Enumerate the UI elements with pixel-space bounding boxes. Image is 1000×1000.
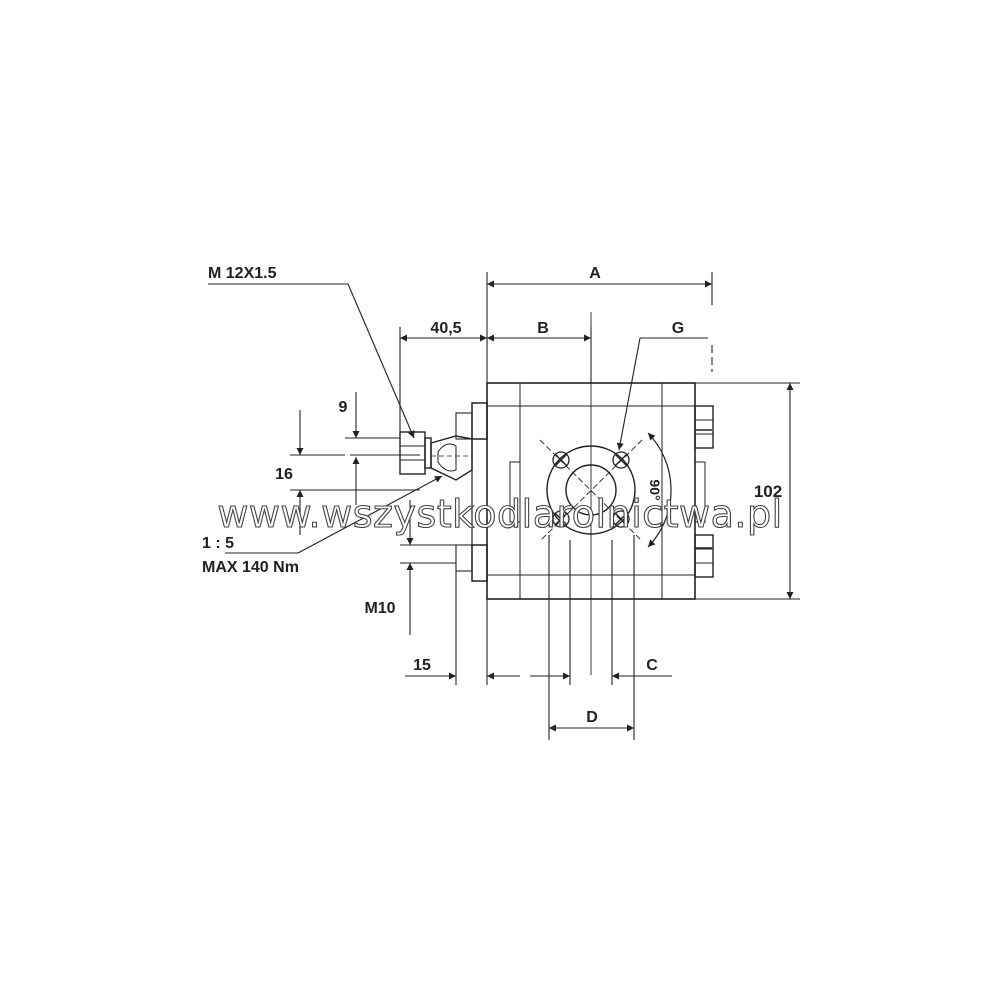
- pump-body: [486, 382, 712, 600]
- dimension-c: [530, 540, 672, 685]
- dim-102-label: 102: [754, 482, 782, 501]
- right-bolt-top: [694, 405, 714, 449]
- dimension-9: [345, 392, 400, 505]
- leader-taper: [225, 475, 443, 554]
- dimension-102: [695, 382, 800, 600]
- right-bolt-bottom: [694, 534, 714, 578]
- dimension-15: [405, 571, 520, 685]
- leader-g: [616, 337, 708, 451]
- dim-d-label: D: [586, 709, 598, 726]
- dimension-16: [290, 410, 420, 535]
- watermark-text: www.wszystkodlarolnictwa.pl: [217, 492, 782, 536]
- dim-16-label: 16: [275, 466, 293, 483]
- dim-b-label: B: [537, 320, 549, 337]
- dimension-40-5: [399, 327, 487, 432]
- dim-15-label: 15: [413, 657, 431, 674]
- leader-thread: [208, 283, 415, 439]
- dim-c-label: C: [646, 657, 658, 674]
- dim-g-label: G: [672, 320, 684, 337]
- dimension-d: [548, 535, 635, 740]
- dim-a-label: A: [589, 265, 601, 282]
- mounting-hole-4: [612, 510, 630, 528]
- mounting-hole-1: [552, 451, 570, 469]
- mounting-hole-3: [552, 510, 570, 528]
- mounting-hole-2: [612, 451, 630, 469]
- dim-40-5-label: 40,5: [430, 320, 461, 337]
- bolt-label: M10: [364, 600, 395, 617]
- taper-label: 1 : 5: [202, 535, 234, 552]
- dim-9-label: 9: [339, 399, 348, 416]
- dimension-b: [487, 327, 592, 383]
- angle-label: 90°: [647, 479, 663, 500]
- dimension-a: [486, 272, 713, 383]
- thread-port-label: M 12X1.5: [208, 265, 277, 282]
- torque-label: MAX 140 Nm: [202, 559, 299, 576]
- angle-arc: [647, 432, 672, 548]
- dimension-m10: [400, 500, 456, 635]
